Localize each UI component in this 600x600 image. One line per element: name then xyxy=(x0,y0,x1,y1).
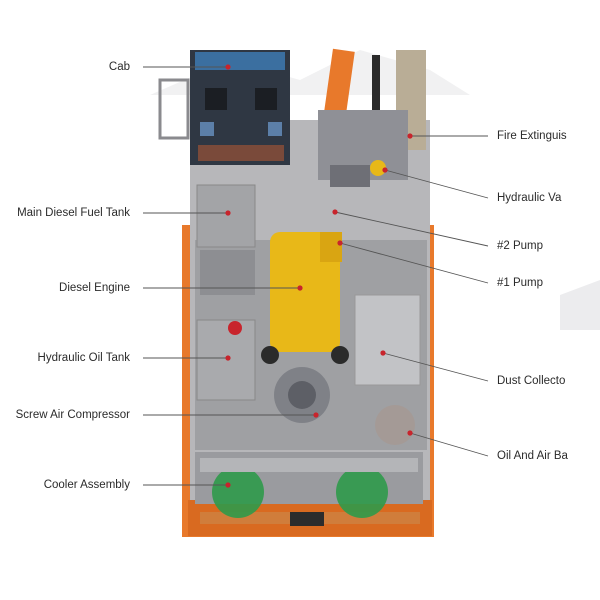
engine-pulley xyxy=(261,346,279,364)
fire-extinguisher-label: Fire Extinguis xyxy=(497,130,567,142)
diesel-engine-label: Diesel Engine xyxy=(59,282,130,294)
hydraulic-valve-marker xyxy=(382,167,388,173)
hydraulic-oil-tank-marker xyxy=(225,355,231,361)
cab-window-right xyxy=(255,88,277,110)
cab-label: Cab xyxy=(108,61,130,73)
dust-collector-label: Dust Collecto xyxy=(497,375,566,387)
cab-window-left xyxy=(205,88,227,110)
diesel-engine-marker xyxy=(297,285,303,291)
oil-and-air-barrel-leader-line xyxy=(409,432,489,457)
pump-1-marker xyxy=(337,240,343,246)
screw-air-compressor-marker xyxy=(313,412,319,418)
pump-2-label: #2 Pump xyxy=(497,240,544,252)
hydraulic-tank-cap xyxy=(228,321,242,335)
cooler-assembly-marker xyxy=(225,482,231,488)
valve-bank xyxy=(330,165,370,187)
compressor-inner xyxy=(288,381,316,409)
pump-2-leader-line xyxy=(334,211,489,247)
dust-collector-box xyxy=(354,294,421,386)
cab-marker xyxy=(225,64,231,70)
cab-roof xyxy=(195,52,285,70)
hydraulic-valve-label: Hydraulic Va xyxy=(497,192,562,204)
control-box xyxy=(200,250,255,295)
cab-seat-right xyxy=(268,122,282,136)
engine-pulley-2 xyxy=(331,346,349,364)
cab-seat-left xyxy=(200,122,214,136)
hydraulic-tank xyxy=(196,319,256,401)
leader-lines xyxy=(143,64,489,488)
hydraulic-valve-leader-line xyxy=(384,169,489,199)
cab-dash xyxy=(198,145,284,161)
oil-air-barrel xyxy=(375,405,415,445)
cooler-top xyxy=(200,458,418,472)
dust-collector-marker xyxy=(380,350,386,356)
oil-and-air-barrel-marker xyxy=(407,430,413,436)
background-hills-right xyxy=(560,280,600,330)
hydraulic-cylinder xyxy=(372,55,380,120)
hydraulic-oil-tank-label: Hydraulic Oil Tank xyxy=(37,352,130,364)
main-diesel-fuel-tank-label: Main Diesel Fuel Tank xyxy=(17,207,130,219)
dust-collector-leader-line xyxy=(382,352,489,382)
cooler-fan-left xyxy=(212,466,264,518)
license-plate xyxy=(290,512,324,526)
orange-boom xyxy=(323,48,355,122)
cab-ladder xyxy=(158,78,190,140)
oil-and-air-barrel-label: Oil And Air Ba xyxy=(497,450,568,462)
cooler-fan-right xyxy=(336,466,388,518)
screw-air-compressor-label: Screw Air Compressor xyxy=(15,409,130,421)
engine-turbo xyxy=(320,232,342,262)
pump-1-label: #1 Pump xyxy=(497,277,544,289)
main-diesel-fuel-tank-marker xyxy=(225,210,231,216)
valve-yellow-fitting xyxy=(370,160,386,176)
cooler-assembly-label: Cooler Assembly xyxy=(43,479,130,491)
pump-2-marker xyxy=(332,209,338,215)
fuel-tank xyxy=(196,184,256,248)
pump-1-leader-line xyxy=(339,242,489,284)
fire-extinguisher-marker xyxy=(407,133,413,139)
